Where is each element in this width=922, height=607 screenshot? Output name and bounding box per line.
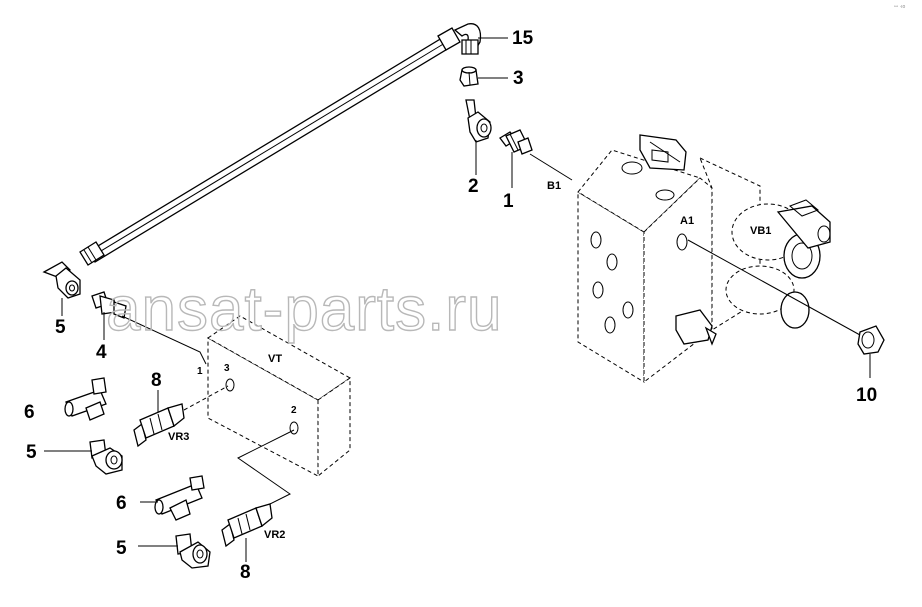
- leader-port-1: [121, 315, 207, 365]
- label-vr3: VR3: [168, 431, 189, 443]
- callout-6-upper: 6: [24, 402, 35, 423]
- corner-mark: ꟷ ·ıo: [894, 4, 906, 10]
- tee-fitting-6b: [140, 475, 205, 521]
- callout-6-lower: 6: [116, 493, 127, 514]
- elbow-fitting-2: [465, 99, 492, 143]
- label-a1: A1: [680, 215, 694, 227]
- callout-5-middle: 5: [26, 442, 37, 463]
- elbow-fitting-5a: [42, 261, 81, 316]
- callout-5-lower: 5: [116, 538, 127, 559]
- callout-2: 2: [468, 176, 479, 197]
- adapter-4: [91, 291, 127, 340]
- callout-8-upper: 8: [151, 370, 162, 391]
- callout-4: 4: [96, 342, 107, 363]
- valve-block: [577, 134, 831, 384]
- watermark: ansat-parts.ru: [106, 275, 503, 344]
- plug-10: [857, 325, 885, 378]
- callout-10: 10: [856, 385, 877, 406]
- callout-8-lower: 8: [240, 562, 251, 583]
- connection-port-3: [183, 385, 229, 411]
- label-vb1: VB1: [750, 225, 771, 237]
- label-vt-port-2: 2: [291, 405, 297, 416]
- hydraulic-hose: [79, 27, 461, 266]
- connection-port-2: [237, 429, 295, 511]
- callout-15: 15: [512, 28, 534, 49]
- elbow-fitting-5b: [44, 439, 123, 475]
- label-b1: B1: [547, 180, 561, 192]
- check-valve-vr3: [133, 390, 185, 448]
- nut-3: [459, 66, 479, 87]
- label-vt: VT: [268, 353, 282, 365]
- callout-1: 1: [503, 191, 514, 212]
- check-valve-vr2: [221, 503, 273, 562]
- vt-block: [207, 315, 351, 478]
- leader-a1: [687, 239, 861, 336]
- callout-5-top: 5: [55, 317, 66, 338]
- leader-b1: [529, 153, 573, 181]
- callout-3: 3: [513, 68, 524, 89]
- elbow-fitting-5c: [138, 533, 211, 569]
- adapter-1: [499, 129, 533, 155]
- label-vr2: VR2: [264, 529, 285, 541]
- label-vt-port-1: 1: [197, 366, 203, 377]
- label-vt-port-3: 3: [224, 363, 230, 374]
- tee-fitting-6a: [64, 377, 107, 421]
- elbow-fitting-15: [453, 23, 482, 55]
